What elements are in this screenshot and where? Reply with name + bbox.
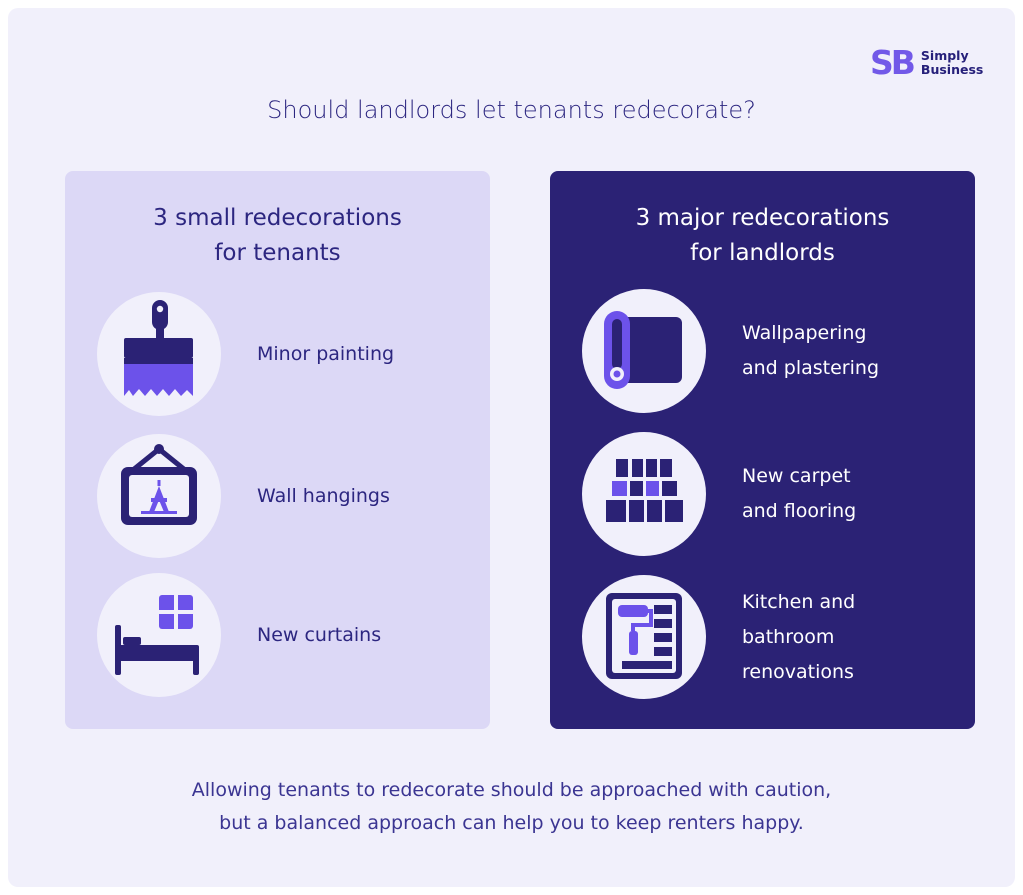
label-line: renovations	[742, 660, 854, 683]
footer-line-2: but a balanced approach can help you to …	[219, 812, 804, 834]
label-line: Wall hangings	[257, 484, 390, 507]
tenants-title-line-2: for tenants	[214, 240, 341, 266]
logo-word-1: Simply	[920, 47, 969, 63]
label-line: Minor painting	[257, 342, 395, 365]
page-title: Should landlords let tenants redecorate?	[267, 96, 756, 124]
item-label: Wall hangings	[257, 479, 390, 514]
landlords-title-line-1: 3 major redecorations	[635, 205, 890, 231]
item-label: New carpet and flooring	[742, 459, 856, 529]
footer-note: Allowing tenants to redecorate should be…	[0, 774, 1023, 840]
icon-circle	[582, 289, 706, 413]
item-label: New curtains	[257, 618, 381, 653]
logo-mark: SB	[870, 43, 916, 82]
landlord-item-flooring: New carpet and flooring	[582, 432, 856, 556]
paint-roller-wall-icon	[606, 593, 682, 679]
landlord-item-wallpapering: Wallpapering and plastering	[582, 289, 879, 413]
floor-tiles-icon	[606, 459, 683, 522]
landlord-item-renovations: Kitchen and bathroom renovations	[582, 575, 855, 699]
landlords-panel-title: 3 major redecorations for landlords	[550, 201, 975, 271]
tenant-item-wall-hangings: Wall hangings	[97, 434, 390, 558]
label-line: Wallpapering	[742, 322, 867, 344]
icon-circle	[582, 575, 706, 699]
wallpaper-roll-icon	[604, 311, 682, 389]
logo-wordmark: Simply Business	[920, 47, 984, 77]
icon-circle	[97, 573, 221, 697]
tenants-panel: 3 small redecorations for tenants Minor …	[65, 171, 490, 729]
icon-circle	[97, 292, 221, 416]
item-label: Wallpapering and plastering	[742, 316, 879, 386]
label-line: and flooring	[742, 500, 857, 522]
logo-word-2: Business	[920, 61, 984, 77]
label-line: and plastering	[742, 357, 879, 379]
item-label: Kitchen and bathroom renovations	[742, 585, 855, 690]
icon-circle	[582, 432, 706, 556]
tenant-item-new-curtains: New curtains	[97, 573, 381, 697]
paintbrush-icon	[124, 300, 193, 396]
label-line: bathroom	[742, 625, 835, 648]
simply-business-logo: SB Simply Business	[870, 46, 983, 79]
label-line: New carpet	[742, 465, 851, 487]
icon-circle	[97, 434, 221, 558]
item-label: Minor painting	[257, 337, 394, 372]
framed-picture-icon	[121, 444, 197, 525]
tenant-item-minor-painting: Minor painting	[97, 292, 394, 416]
tenants-panel-title: 3 small redecorations for tenants	[65, 201, 490, 271]
bed-window-icon	[115, 595, 199, 675]
landlords-panel: 3 major redecorations for landlords Wall…	[550, 171, 975, 729]
footer-line-1: Allowing tenants to redecorate should be…	[191, 779, 832, 801]
tenants-title-line-1: 3 small redecorations	[153, 205, 402, 231]
landlords-title-line-2: for landlords	[690, 240, 835, 266]
label-line: Kitchen and	[742, 590, 856, 613]
label-line: New curtains	[257, 623, 382, 646]
